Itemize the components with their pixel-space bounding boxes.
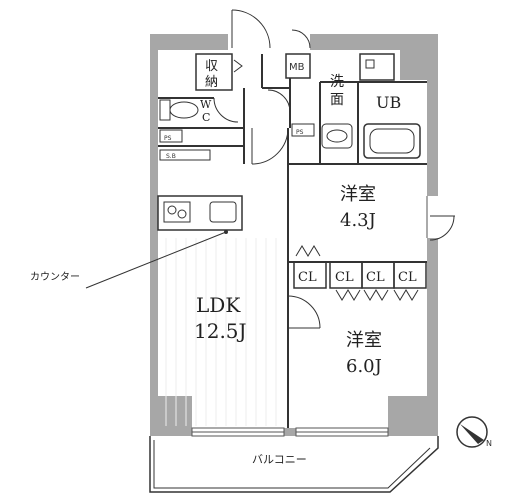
ps-box-2 xyxy=(291,123,315,137)
entrance-wall-left xyxy=(196,34,228,48)
counter-leader-dot xyxy=(224,230,228,234)
entrance-wall-right xyxy=(310,34,322,48)
western1-size: 4.3J xyxy=(340,210,376,231)
toilet-label-1: W xyxy=(200,98,212,111)
washroom-label-2: 面 xyxy=(330,92,344,108)
western2-size: 6.0J xyxy=(346,356,382,377)
north-arrow xyxy=(456,416,488,448)
balcony-inner xyxy=(153,440,431,489)
storage-label-2: 納 xyxy=(205,75,218,90)
western1-name: 洋室 xyxy=(340,184,376,205)
washing-machine-pan xyxy=(359,53,395,81)
washing-machine-drain xyxy=(365,59,375,69)
shoe-cabinet xyxy=(159,149,211,161)
balcony-outline xyxy=(149,436,439,493)
closet-doors xyxy=(295,245,419,301)
pillar-top-right xyxy=(400,50,427,80)
burner-2 xyxy=(177,209,187,219)
storage-label-1: 収 xyxy=(205,59,218,74)
toilet-label-2: C xyxy=(202,111,210,124)
stove xyxy=(163,201,191,223)
washroom-label-1: 洗 xyxy=(330,74,344,90)
ps-label-1: PS xyxy=(164,135,172,142)
counter-leader xyxy=(85,231,227,289)
interior-walls xyxy=(158,54,427,428)
burner-1 xyxy=(167,205,177,215)
storage-arrow xyxy=(233,59,243,73)
toilet-tank xyxy=(159,99,171,121)
window-right xyxy=(427,196,438,238)
floor-pattern xyxy=(165,238,277,426)
closet-label-2: CL xyxy=(335,270,354,285)
toilet-bowl xyxy=(169,101,199,119)
unit-bath-label: UB xyxy=(376,93,401,112)
bathtub-inner xyxy=(369,128,415,154)
counter-label: カウンター xyxy=(30,271,80,283)
north-label: N xyxy=(486,439,492,448)
meter-box xyxy=(285,53,311,79)
pillar-bottom-left xyxy=(158,396,192,428)
entrance-wall-gap xyxy=(228,30,310,54)
closet-label-4: CL xyxy=(398,270,417,285)
ps-box-1 xyxy=(159,129,183,143)
bathtub xyxy=(363,123,421,159)
ps-label-2: PS xyxy=(296,129,304,136)
closet-label-3: CL xyxy=(366,270,385,285)
western2-name: 洋室 xyxy=(346,330,382,351)
storage-box xyxy=(195,53,233,91)
closet-label-1: CL xyxy=(298,270,317,285)
ldk-size: 12.5J xyxy=(194,319,247,343)
washbasin-bowl xyxy=(326,129,348,143)
kitchen-sink xyxy=(209,201,237,223)
pillar-bottom-right xyxy=(388,396,427,428)
closet-row xyxy=(293,261,427,289)
washbasin xyxy=(321,123,353,149)
shoe-cabinet-label: S.B xyxy=(166,153,176,160)
ldk-name: LDK xyxy=(196,293,241,317)
door-swings xyxy=(213,9,455,329)
meter-box-label: MB xyxy=(289,62,305,73)
balcony-label: バルコニー xyxy=(252,453,307,466)
